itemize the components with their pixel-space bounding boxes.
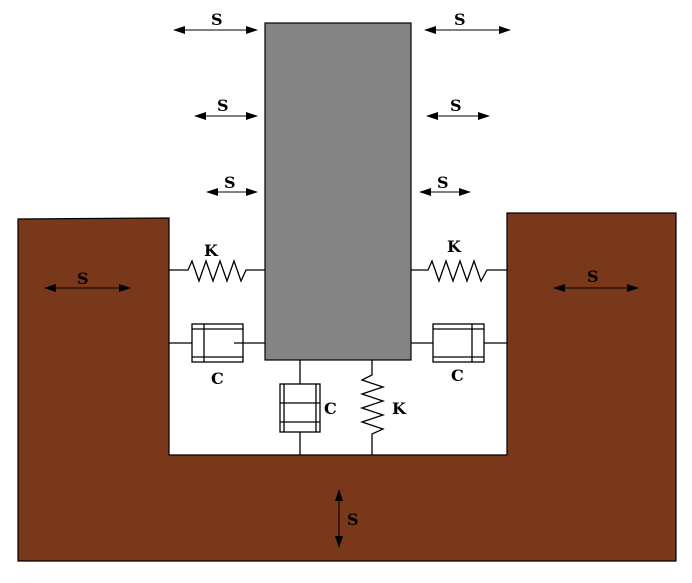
spring-label: K [204, 241, 219, 260]
damper-label: C [211, 369, 224, 388]
seismic-label: S [450, 96, 462, 115]
damper-label: C [324, 399, 337, 418]
damper-left: C [169, 323, 265, 388]
spring-label: K [392, 399, 407, 418]
seismic-label: S [224, 173, 236, 192]
seismic-label: S [217, 96, 229, 115]
seismic-arrow-soil-left: S [44, 269, 131, 292]
spring-label: K [447, 237, 462, 256]
seismic-arrow-right-top: S [424, 10, 511, 34]
seismic-arrow-right-mid: S [426, 96, 490, 120]
seismic-arrow-soil-vertical: S [335, 489, 359, 548]
seismic-arrow-right-low: S [419, 173, 471, 196]
seismic-label: S [211, 10, 223, 29]
spring-left: K [169, 241, 265, 283]
seismic-label: S [347, 510, 359, 529]
seismic-label: S [587, 267, 599, 286]
seismic-arrow-left-low: S [206, 173, 258, 196]
damper-label: C [451, 366, 464, 385]
seismic-arrow-left-top: S [173, 10, 258, 34]
seismic-label: S [437, 173, 449, 192]
soil-body [17, 212, 677, 562]
spring-right: K [411, 237, 507, 283]
damper-bottom: C [279, 360, 337, 455]
seismic-arrow-left-mid: S [194, 96, 258, 120]
seismic-label: S [454, 10, 466, 29]
damper-right: C [411, 323, 507, 385]
structure-block [264, 22, 412, 361]
seismic-arrow-soil-right: S [553, 267, 639, 292]
seismic-label: S [77, 269, 89, 288]
spring-bottom: K [359, 360, 407, 455]
